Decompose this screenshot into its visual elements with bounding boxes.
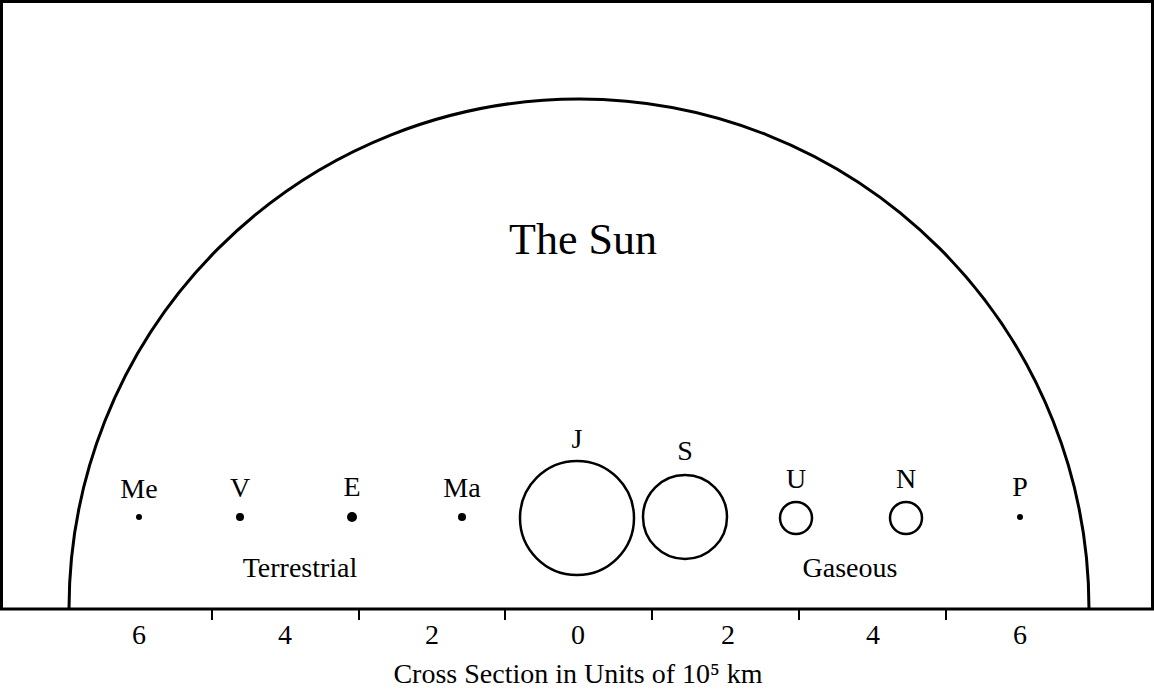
planet: U bbox=[778, 500, 814, 536]
planet-label: V bbox=[230, 474, 250, 502]
axis-title: Cross Section in Units of 10⁵ km bbox=[393, 660, 762, 688]
planet-label: E bbox=[343, 473, 360, 501]
planet-label: U bbox=[786, 465, 806, 493]
frame-line bbox=[0, 0, 1154, 3]
frame-line bbox=[1151, 0, 1154, 609]
planet-label: Ma bbox=[443, 474, 480, 502]
planet-circle bbox=[457, 512, 467, 522]
planet-circle bbox=[1016, 513, 1024, 521]
group-label: Gaseous bbox=[803, 554, 898, 582]
planet: Ma bbox=[457, 512, 467, 522]
axis-number: 0 bbox=[571, 621, 585, 649]
planet: Me bbox=[135, 513, 143, 521]
planet: E bbox=[346, 511, 358, 523]
frame-line bbox=[0, 0, 3, 609]
planet-circle bbox=[135, 513, 143, 521]
planet-circle bbox=[641, 473, 729, 561]
axis-number: 6 bbox=[1013, 621, 1027, 649]
axis-number: 6 bbox=[132, 621, 146, 649]
planet-label: J bbox=[572, 425, 583, 453]
planet-circle bbox=[888, 500, 924, 536]
group-label: Terrestrial bbox=[243, 554, 358, 582]
planet-label: Me bbox=[120, 475, 157, 503]
axis-line bbox=[0, 608, 1154, 611]
planet: V bbox=[235, 512, 245, 522]
axis-number: 4 bbox=[278, 621, 292, 649]
planet-label: N bbox=[896, 465, 916, 493]
axis-number: 2 bbox=[721, 621, 735, 649]
planet-circle bbox=[518, 459, 636, 577]
axis-ticks bbox=[212, 609, 946, 620]
planet-circle bbox=[778, 500, 814, 536]
planet-circle bbox=[235, 512, 245, 522]
axis-number: 2 bbox=[425, 621, 439, 649]
planet: P bbox=[1016, 513, 1024, 521]
sun-outline: The SunMeVEMaJSUNP bbox=[69, 98, 1089, 609]
planet: N bbox=[888, 500, 924, 536]
planet-label: P bbox=[1012, 473, 1028, 501]
planet-circle bbox=[346, 511, 358, 523]
sun-arc bbox=[69, 98, 1089, 609]
sun-label: The Sun bbox=[509, 218, 657, 262]
planet-label: S bbox=[677, 437, 693, 465]
planet: S bbox=[641, 473, 729, 561]
axis-number: 4 bbox=[866, 621, 880, 649]
planet: J bbox=[518, 459, 636, 577]
